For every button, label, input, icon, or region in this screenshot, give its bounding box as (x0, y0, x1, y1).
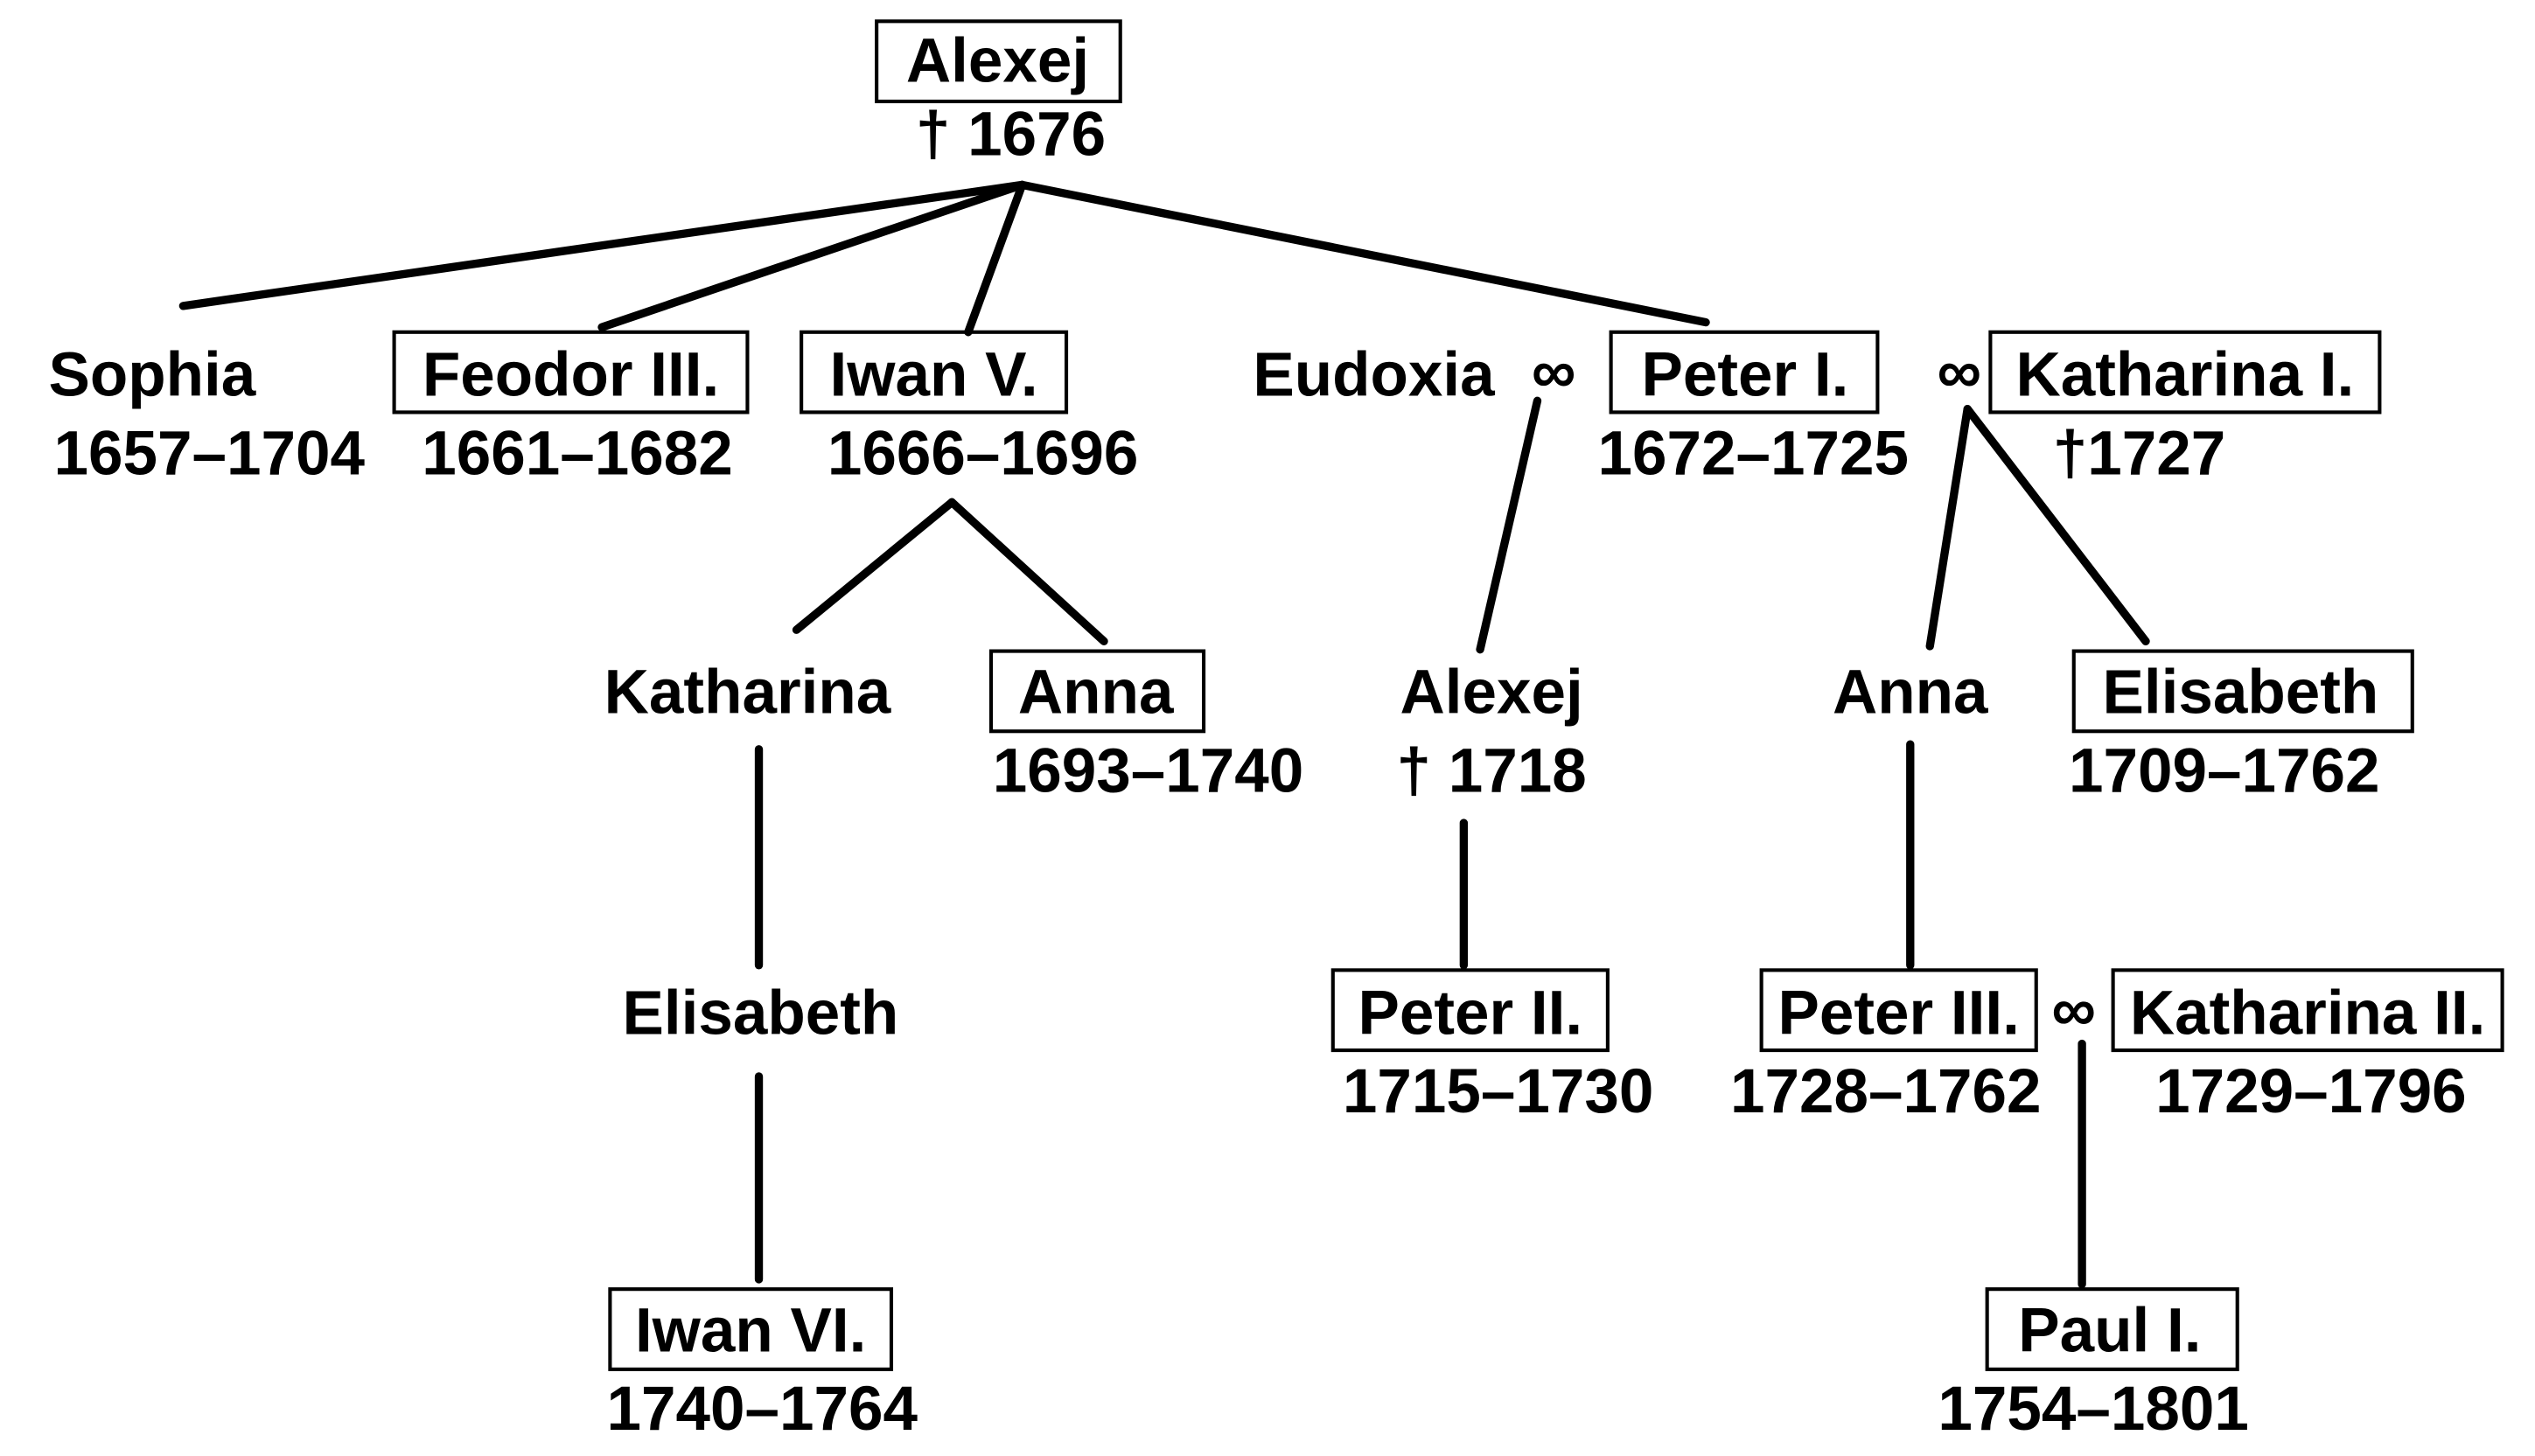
person-name: Alexej (906, 27, 1089, 96)
ruler-box (1759, 968, 2038, 1053)
person-name: Alexej (1400, 658, 1583, 728)
person-dates: 1754–1801 (1938, 1375, 2249, 1444)
person-name: Feodor III. (422, 341, 719, 410)
person-sophia: Sophia 1657–1704 (48, 341, 365, 489)
person-katharina: Katharina (604, 658, 891, 728)
person-name: Peter II. (1358, 979, 1583, 1048)
person-peter-2: Peter II. 1715–1730 (1330, 968, 1654, 1126)
person-iwan-5: Iwan V. 1666–1696 (800, 330, 1139, 489)
person-dates: † 1676 (916, 101, 1106, 170)
line-iwan-katharina (792, 498, 956, 634)
person-anna-petrovna: Anna (1833, 658, 1988, 728)
person-eudoxia: Eudoxia ∞ (1253, 338, 1575, 410)
person-name: Peter III. (1778, 979, 2020, 1048)
ruler-box (875, 19, 1122, 104)
line-katharina1-anna (1925, 405, 1972, 651)
person-dates: 1693–1740 (993, 736, 1304, 805)
ruler-box (608, 1287, 894, 1371)
person-dates: 1657–1704 (54, 420, 366, 489)
person-katharina-1: Katharina I. †1727 (1988, 330, 2382, 489)
person-paul-1: Paul I. 1754–1801 (1938, 1287, 2249, 1444)
person-name: Katharina (604, 658, 891, 728)
person-dates: 1661–1682 (422, 420, 733, 489)
person-dates: 1740–1764 (607, 1375, 918, 1444)
ruler-box (392, 330, 750, 415)
line-alexej-peter (1017, 180, 1710, 327)
person-name: Anna (1018, 658, 1174, 728)
person-dates: 1672–1725 (1598, 420, 1910, 489)
person-elisabeth-petrovna: Elisabeth 1709–1762 (2069, 649, 2414, 805)
person-dates: 1666–1696 (828, 420, 1139, 489)
ruler-box (1609, 330, 1880, 415)
person-feodor-3: Feodor III. 1661–1682 (392, 330, 750, 489)
person-alexej-root: Alexej † 1676 (875, 19, 1122, 170)
person-name: Paul I. (2018, 1296, 2201, 1365)
person-iwan-6: Iwan VI. 1740–1764 (607, 1287, 918, 1444)
person-name: Peter I. (1642, 341, 1849, 410)
person-name: Katharina I. (2015, 341, 2354, 410)
ruler-box (800, 330, 1069, 415)
line-alexej-feodor (597, 180, 1027, 331)
person-name: Katharina II. (2130, 979, 2486, 1048)
person-alexej-son: Alexej † 1718 (1397, 658, 1587, 806)
person-peter-1: Peter I. 1672–1725 ∞ (1598, 330, 1982, 489)
ruler-box (2071, 649, 2414, 734)
person-name: Iwan VI. (635, 1296, 866, 1365)
person-dates: 1715–1730 (1343, 1057, 1654, 1126)
person-dates: † 1718 (1397, 736, 1587, 805)
line-iwan-anna (947, 498, 1108, 646)
marriage-symbol: ∞ (2051, 976, 2096, 1045)
person-name: Elisabeth (2103, 658, 2379, 728)
person-name: Elisabeth (623, 979, 899, 1048)
person-dates: 1709–1762 (2069, 736, 2380, 805)
ruler-box (1985, 1287, 2239, 1371)
person-name: Eudoxia (1253, 341, 1495, 410)
connectors (178, 180, 2150, 1289)
person-dates: 1729–1796 (2155, 1057, 2467, 1126)
person-dates: †1727 (2053, 420, 2226, 489)
line-eudoxia-alexej (1476, 396, 1542, 654)
ruler-box (1330, 968, 1610, 1053)
line-alexej-sophia (178, 180, 1027, 310)
person-name: Anna (1833, 658, 1988, 728)
line-katharina1-elisabeth (1963, 405, 2150, 646)
ruler-box (988, 649, 1206, 734)
ruler-box (2111, 968, 2504, 1053)
line-alexej-iwan (964, 180, 1027, 337)
person-dates: 1728–1762 (1730, 1057, 2042, 1126)
person-katharina-2: Katharina II. 1729–1796 (2111, 968, 2504, 1126)
marriage-symbol: ∞ (1532, 338, 1576, 407)
marriage-symbol: ∞ (1938, 338, 1982, 407)
person-peter-3: Peter III. 1728–1762 ∞ (1730, 968, 2096, 1126)
person-elisabeth-katharinovna: Elisabeth (623, 979, 899, 1048)
person-name: Sophia (48, 341, 255, 410)
ruler-box (1988, 330, 2382, 415)
person-anna-ivanovna: Anna 1693–1740 (988, 649, 1304, 805)
person-name: Iwan V. (829, 341, 1037, 410)
